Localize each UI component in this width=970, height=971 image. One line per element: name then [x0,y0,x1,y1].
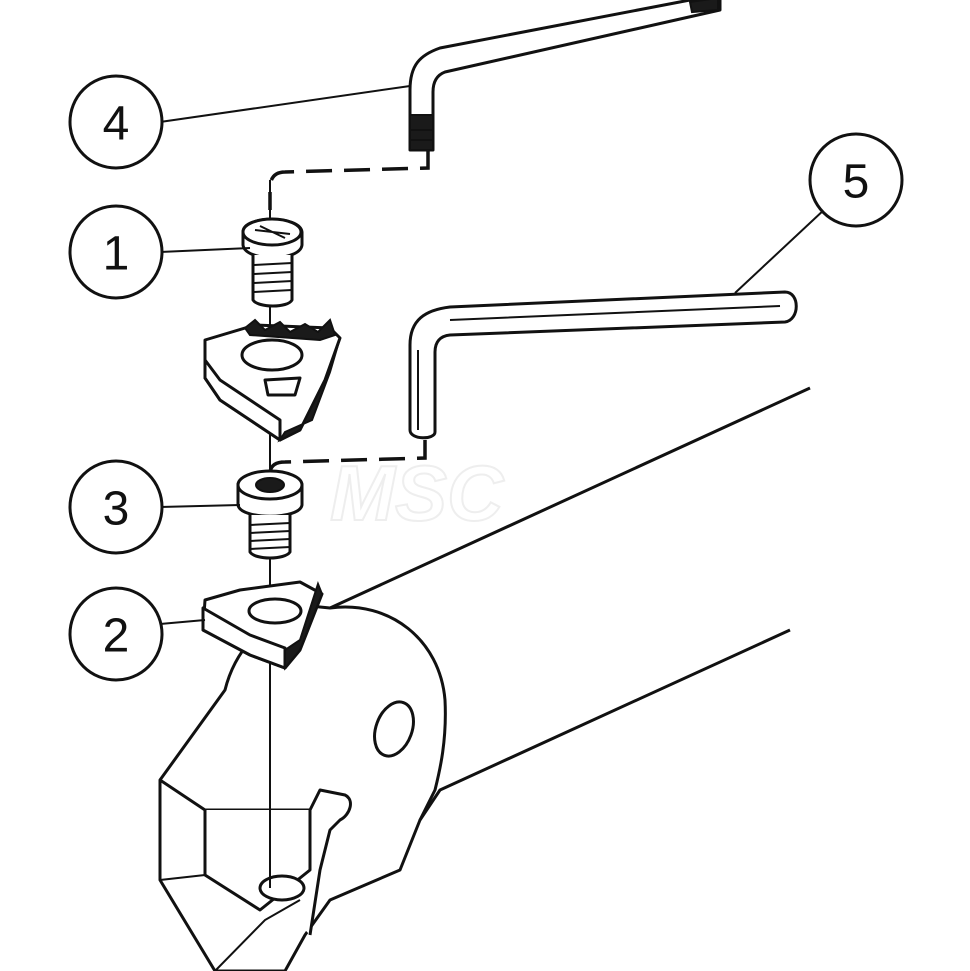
hex-key-large [408,290,798,440]
hex-key-small [408,0,722,152]
shim [201,580,324,671]
callout-5-label: 5 [843,156,870,209]
callout-1: 1 [68,204,164,300]
tool-path-large-key [268,440,427,475]
leader-2 [159,619,206,625]
leader-4 [159,85,411,123]
callout-1-label: 1 [103,228,130,281]
shim-screw [236,469,304,560]
callout-2-label: 2 [103,610,130,663]
holder-hole [373,700,415,758]
shim-hole [247,597,303,625]
holder-pocket-hole [258,874,306,902]
clamp-screw [241,217,304,308]
callout-3: 3 [68,459,164,555]
callout-3-label: 3 [103,483,130,536]
callout-4: 4 [68,74,164,170]
callout-2: 2 [68,586,164,682]
callout-5: 5 [808,132,904,228]
leader-1 [159,247,251,253]
leader-3 [159,504,241,508]
tool-holder-body [158,386,811,971]
tool-path-small-key [268,150,430,210]
cutting-insert [203,318,342,443]
watermark-logo: MSC [330,449,505,537]
leader-5 [734,207,827,294]
callout-4-label: 4 [103,98,130,151]
